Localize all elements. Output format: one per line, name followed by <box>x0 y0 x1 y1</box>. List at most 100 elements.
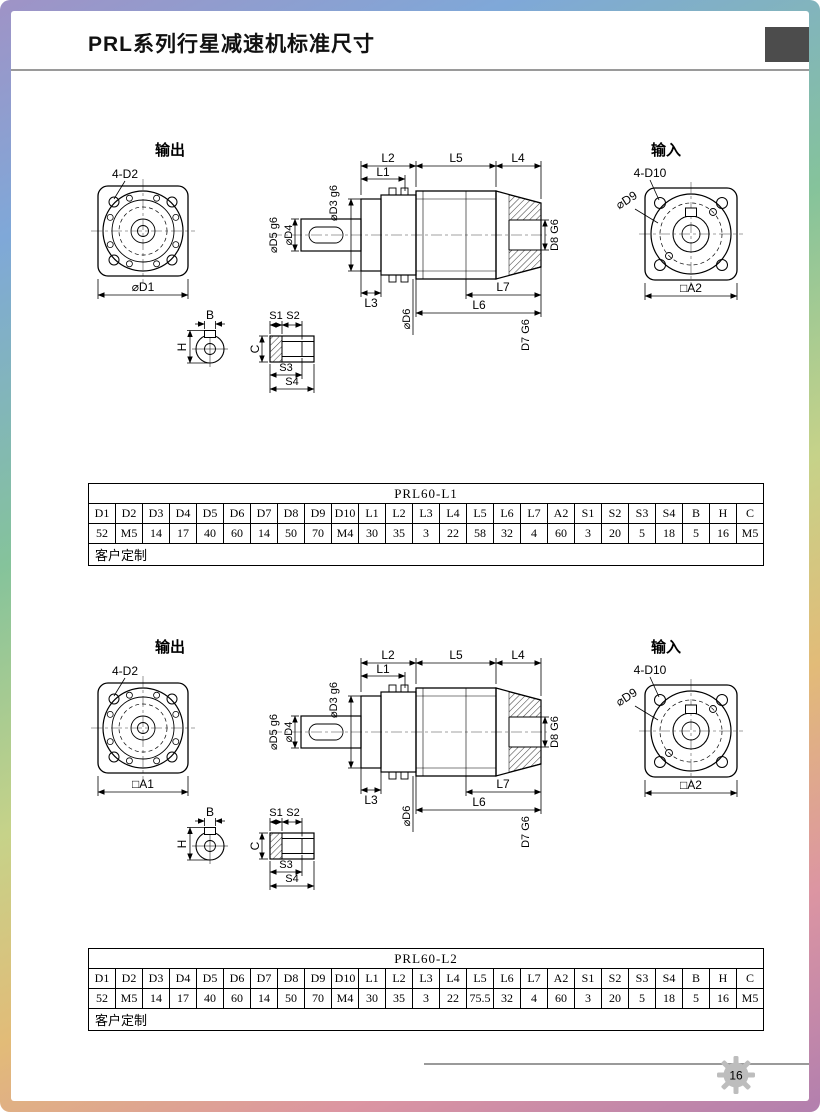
value-cell: 52 <box>88 523 116 544</box>
value-cell: 52 <box>88 988 116 1009</box>
input-flange-view: 输入 4-D10 ⌀D9 □A2 <box>613 141 743 300</box>
column-header: S1 <box>574 968 602 989</box>
output-label: 输出 <box>155 638 185 656</box>
dim-label-d4: ⌀D4 <box>283 722 295 743</box>
column-header: D9 <box>304 968 332 989</box>
value-cell: 20 <box>601 523 629 544</box>
dim-label-d6: ⌀D6 <box>401 806 413 827</box>
shaft-key-detail: B H S1 S2 C S3 <box>175 308 315 393</box>
column-header: S4 <box>655 503 683 524</box>
column-header: L2 <box>385 968 413 989</box>
dim-label-s2: S2 <box>286 807 299 819</box>
column-header: D3 <box>142 968 170 989</box>
dim-label-l6: L6 <box>472 795 486 809</box>
column-header: S3 <box>628 968 656 989</box>
dim-label-l1: L1 <box>376 165 390 179</box>
table-footer-note: 客户定制 <box>88 543 764 566</box>
input-label: 输入 <box>651 141 681 159</box>
dim-label-d8: D8 G6 <box>549 219 561 251</box>
cross-section-view: L2 L5 L4 L1 ⌀D5 g6 ⌀D4 ⌀D3 g6 L3 ⌀D6 <box>268 151 561 351</box>
value-cell: 18 <box>655 523 683 544</box>
page-title: PRL系列行星减速机标准尺寸 <box>88 33 375 56</box>
value-cell: 3 <box>574 988 602 1009</box>
column-header: D2 <box>115 968 143 989</box>
value-cell: 30 <box>358 523 386 544</box>
dim-label-h: H <box>175 343 189 352</box>
value-cell: M4 <box>331 988 359 1009</box>
column-header: D5 <box>196 503 224 524</box>
column-header: C <box>736 503 764 524</box>
dim-label-s1: S1 <box>269 310 282 322</box>
dim-label-l4: L4 <box>511 648 525 662</box>
dim-label-b: B <box>206 308 214 322</box>
value-cell: 70 <box>304 523 332 544</box>
column-header: D4 <box>169 968 197 989</box>
column-header: C <box>736 968 764 989</box>
column-header: L7 <box>520 968 548 989</box>
value-cell: 18 <box>655 988 683 1009</box>
dim-label-d6: ⌀D6 <box>401 309 413 330</box>
value-cell: 75.5 <box>466 988 494 1009</box>
title-accent-block <box>765 27 809 62</box>
dim-label-s2: S2 <box>286 310 299 322</box>
title-divider <box>11 69 809 71</box>
value-cell: 70 <box>304 988 332 1009</box>
column-header: D2 <box>115 503 143 524</box>
value-cell: 5 <box>628 523 656 544</box>
shaft-key-detail: B H S1 S2 C S3 <box>175 805 315 890</box>
value-cell: 17 <box>169 523 197 544</box>
footer-divider <box>424 1063 809 1065</box>
column-header: D10 <box>331 968 359 989</box>
page-number: 16 <box>729 1069 743 1083</box>
table-title: PRL60-L2 <box>88 948 764 969</box>
column-header: S3 <box>628 503 656 524</box>
column-header: H <box>709 503 737 524</box>
dim-label-d7: D7 G6 <box>520 816 532 848</box>
value-cell: M5 <box>115 523 143 544</box>
dim-label-s4: S4 <box>285 376 298 388</box>
column-header: L5 <box>466 503 494 524</box>
column-header: S2 <box>601 503 629 524</box>
dim-label-d9: ⌀D9 <box>613 685 640 709</box>
value-cell: 17 <box>169 988 197 1009</box>
value-cell: 3 <box>412 523 440 544</box>
column-header: S2 <box>601 968 629 989</box>
column-header: S4 <box>655 968 683 989</box>
value-cell: 3 <box>412 988 440 1009</box>
bolt-callout-label: 4-D2 <box>112 664 138 678</box>
column-header: L6 <box>493 968 521 989</box>
column-header: D6 <box>223 968 251 989</box>
value-cell: 14 <box>142 988 170 1009</box>
dim-label-c: C <box>248 841 262 850</box>
dim-label-d4: ⌀D4 <box>283 225 295 246</box>
input-label: 输入 <box>651 638 681 656</box>
bolt-callout-label: 4-D2 <box>112 167 138 181</box>
dim-label-s3: S3 <box>279 859 292 871</box>
value-cell: 14 <box>250 988 278 1009</box>
value-cell: 22 <box>439 988 467 1009</box>
column-header: L1 <box>358 503 386 524</box>
value-cell: M5 <box>115 988 143 1009</box>
dim-label-l1: L1 <box>376 662 390 676</box>
output-label: 输出 <box>155 141 185 159</box>
dim-label-d5: ⌀D5 g6 <box>268 714 280 750</box>
value-cell: 14 <box>142 523 170 544</box>
gear-icon <box>717 1056 755 1094</box>
dim-label-l7: L7 <box>496 280 510 294</box>
value-cell: 40 <box>196 523 224 544</box>
value-cell: 30 <box>358 988 386 1009</box>
dim-label-b: B <box>206 805 214 819</box>
column-header: D1 <box>88 503 116 524</box>
value-cell: 50 <box>277 988 305 1009</box>
column-header: A2 <box>547 503 575 524</box>
value-cell: M4 <box>331 523 359 544</box>
value-cell: 5 <box>682 523 710 544</box>
column-header: A2 <box>547 968 575 989</box>
dim-label-d9: ⌀D9 <box>613 188 640 212</box>
dim-label-d7: D7 G6 <box>520 319 532 351</box>
value-cell: 4 <box>520 523 548 544</box>
value-cell: 22 <box>439 523 467 544</box>
value-cell: 32 <box>493 523 521 544</box>
